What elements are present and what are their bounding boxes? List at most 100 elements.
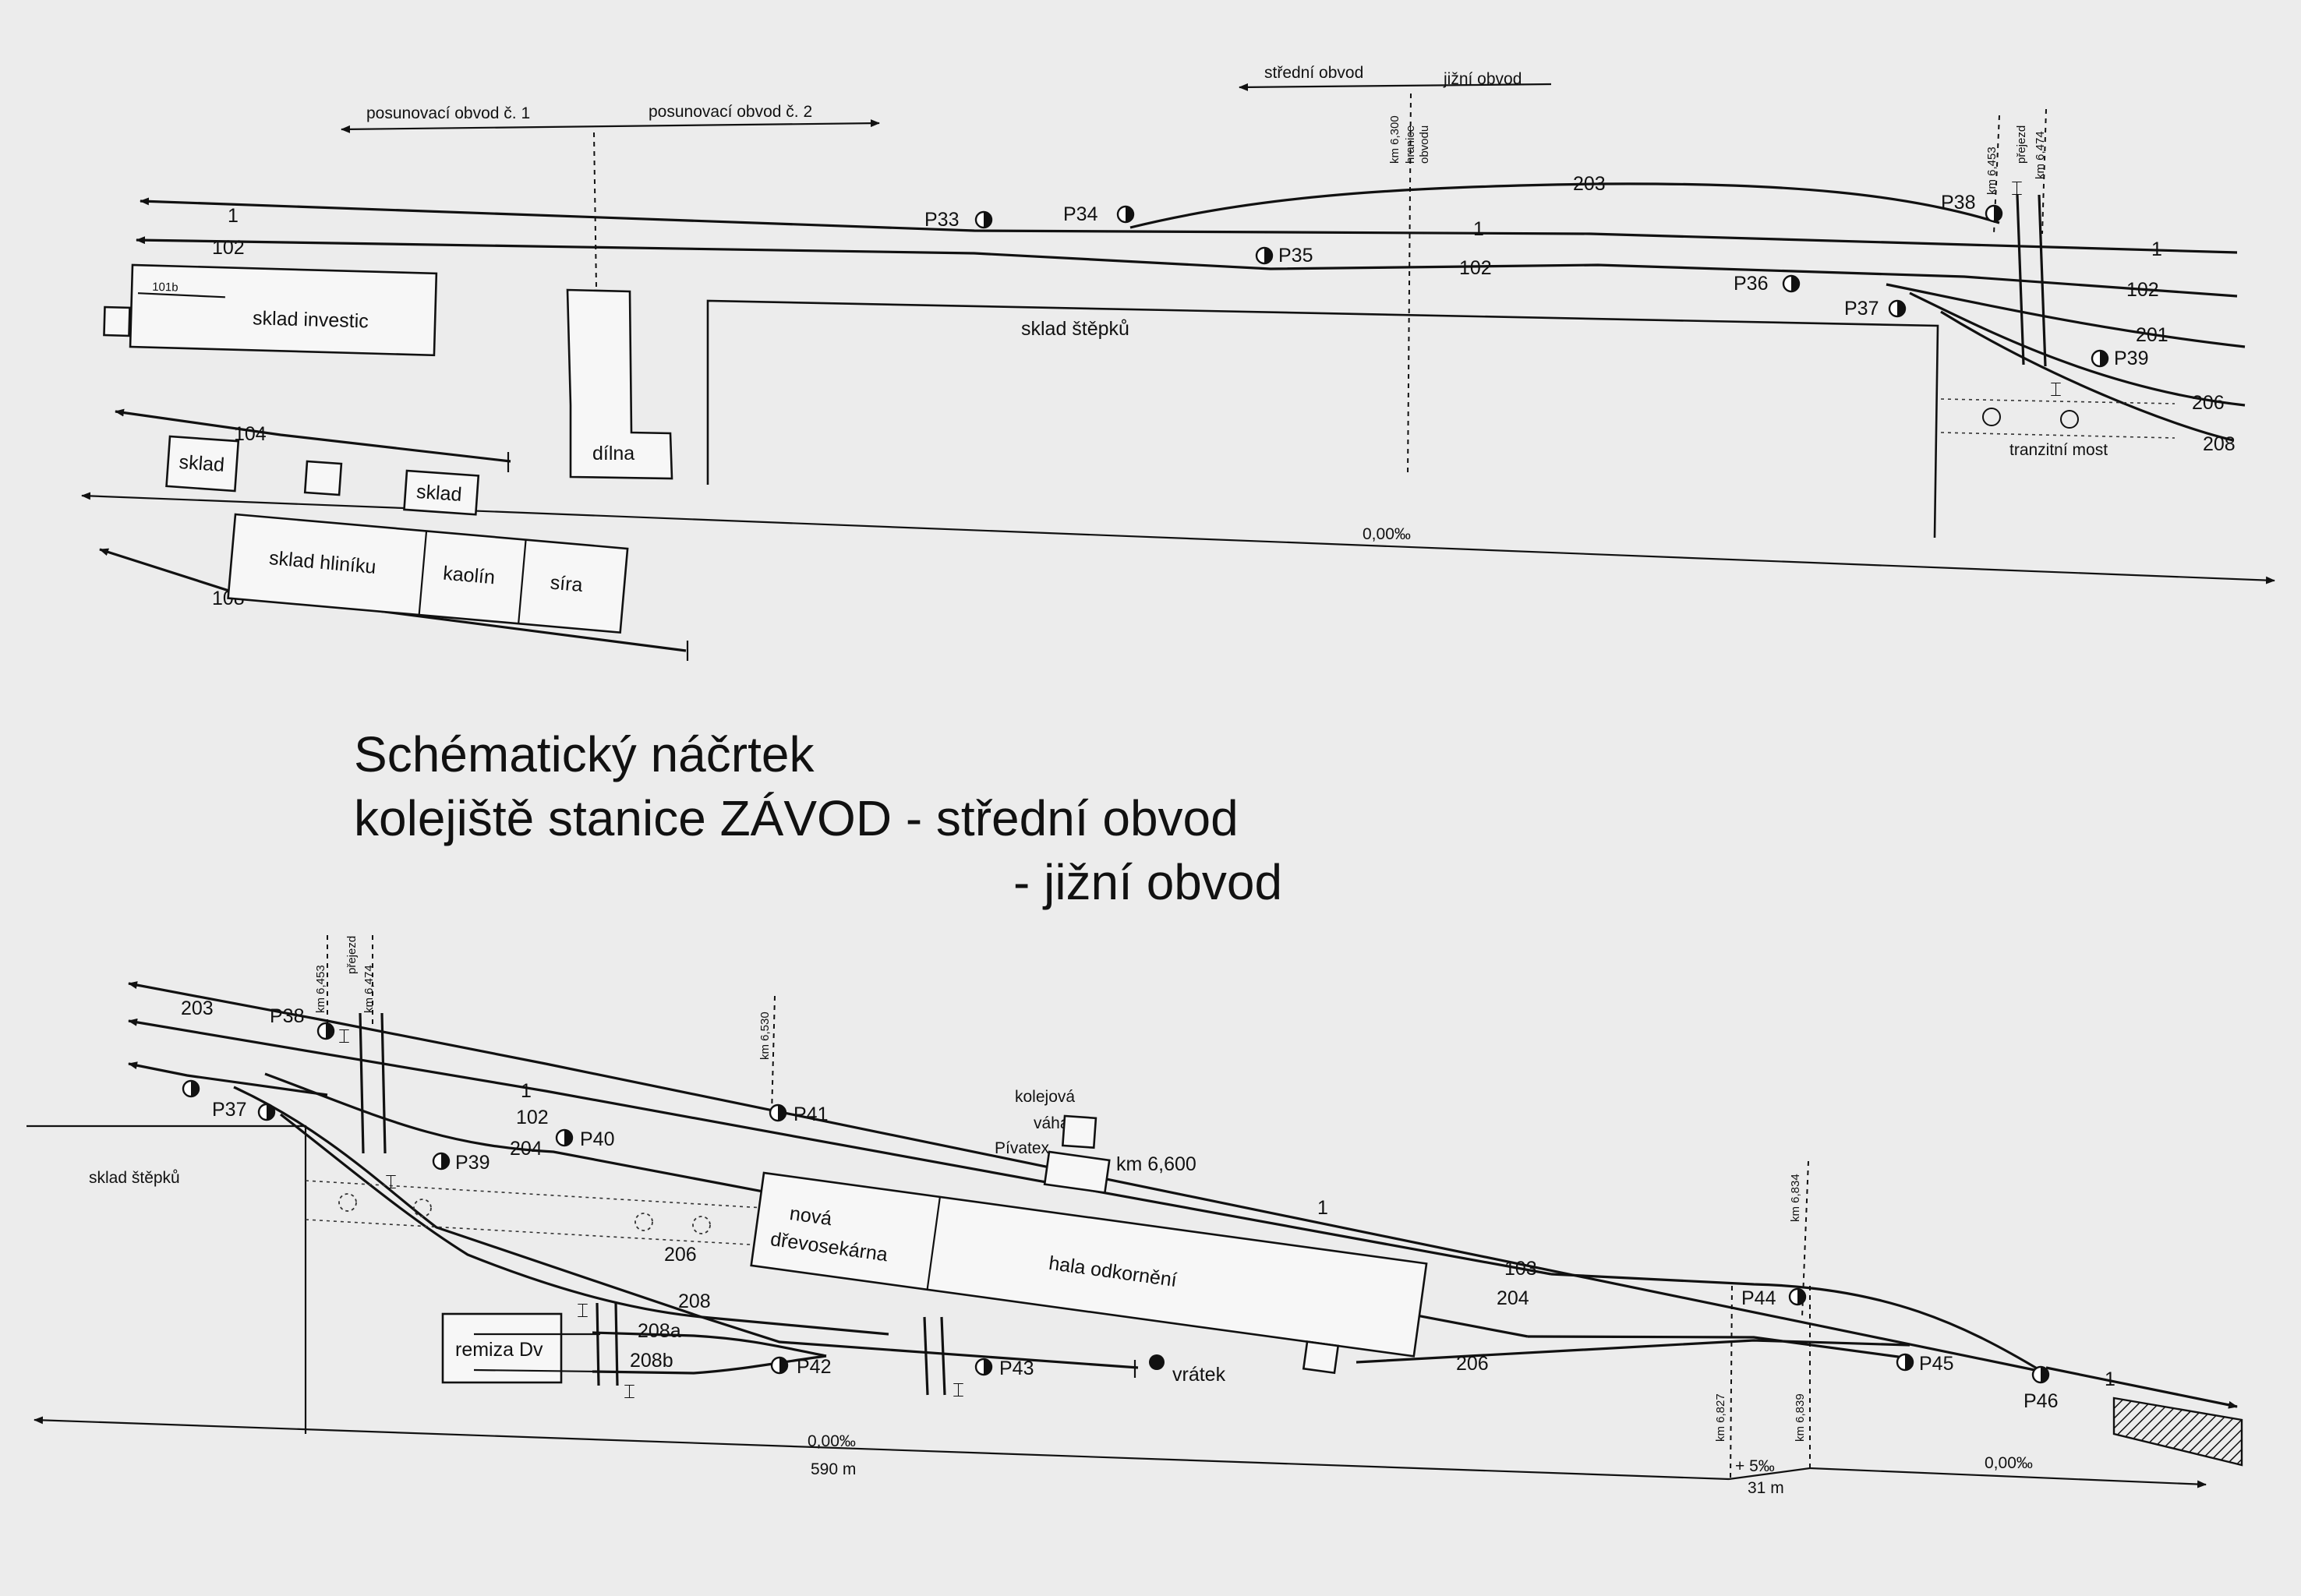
- svg-text:P39: P39: [2114, 348, 2148, 369]
- track-102-label: 102: [212, 237, 245, 259]
- track-208-bottom: [280, 1113, 1139, 1369]
- depot-gate-a: [596, 1302, 600, 1386]
- chip-store-label: sklad štěpků: [89, 1169, 180, 1187]
- crossing-line-b: [2038, 194, 2047, 367]
- bridge-pier-icon: [338, 1193, 357, 1212]
- svg-text:km 6,474: km 6,474: [362, 965, 376, 1013]
- building-dilna: [566, 288, 673, 480]
- svg-text:přejezd: přejezd: [345, 936, 359, 974]
- track-end-block: [2112, 1396, 2243, 1467]
- gate-icon: [1149, 1354, 1165, 1370]
- track-208a: [592, 1331, 827, 1358]
- svg-text:P46: P46: [2024, 1390, 2058, 1412]
- signal-p38: P38: [1941, 192, 2003, 223]
- svg-text:P40: P40: [580, 1128, 614, 1150]
- track-1-top: [140, 197, 2238, 254]
- workshop-label: dílna: [592, 443, 634, 464]
- track-203-bottom: [128, 1061, 328, 1096]
- signal-p33: P33: [924, 209, 993, 231]
- title-line-1: Schématický náčrtek: [354, 726, 815, 782]
- south-zone-label: jižní obvod: [1443, 70, 1522, 88]
- signal-p44: P44: [1741, 1287, 1807, 1309]
- weighbridge-label-2: váha: [1034, 1114, 1069, 1132]
- building-small-square: [303, 460, 343, 496]
- zone-boundary-label: km 6,300 hranice obvodu: [1388, 115, 1431, 164]
- track-206-label: 206: [2192, 392, 2225, 414]
- svg-text:P36: P36: [1734, 273, 1768, 295]
- bridge-pier-icon: [1982, 408, 2001, 426]
- signal-p34: P34: [1063, 203, 1135, 225]
- signal-p39: P39: [432, 1152, 490, 1174]
- shunting-zone-2-label: posunovací obvod č. 2: [649, 103, 812, 121]
- derailer-icon: ⌶: [2050, 379, 2062, 401]
- km-6827-label: km 6,827: [1714, 1393, 1727, 1442]
- chip-store-outline: [27, 1125, 307, 1434]
- svg-text:km 6,453: km 6,453: [1985, 147, 1999, 195]
- transit-bridge-outline: [1940, 398, 2176, 439]
- signal-p36: P36: [1734, 273, 1801, 295]
- svg-text:kaolín: kaolín: [442, 563, 496, 589]
- km-6839-label: km 6,839: [1794, 1393, 1807, 1442]
- track-102-label-right: 102: [2126, 279, 2159, 301]
- bridge-pier-icon: [2060, 410, 2079, 429]
- crossing-bottom-labels: km 6,453 přejezd km 6,474: [314, 936, 376, 1013]
- track-102-label-mid: 102: [1459, 257, 1492, 279]
- pivatex-label: Pívatex: [995, 1139, 1050, 1157]
- track-1-label-mid: 1: [1317, 1197, 1328, 1219]
- shunting-zone-arrow: [341, 119, 880, 133]
- svg-text:km 6,474: km 6,474: [2034, 131, 2047, 179]
- weighbridge: [1043, 1150, 1111, 1194]
- weighbridge-label-1: kolejová: [1015, 1088, 1075, 1106]
- gradient-1-label: 0,00‰: [808, 1432, 856, 1450]
- svg-text:P41: P41: [794, 1103, 828, 1125]
- track-208b: [592, 1354, 827, 1375]
- signal-p38: P38: [270, 1005, 335, 1040]
- title-line-3: - jižní obvod: [1013, 854, 1282, 910]
- track-203-label: 203: [181, 998, 214, 1019]
- transit-bridge-outline: [305, 1180, 765, 1246]
- track-1-label: 1: [521, 1080, 532, 1102]
- signal-p40: P40: [555, 1128, 614, 1150]
- derailer-icon: ⌶: [577, 1300, 589, 1322]
- svg-text:přejezd: přejezd: [2015, 125, 2028, 164]
- derailer-icon: ⌶: [953, 1379, 964, 1401]
- svg-text:sklad investic: sklad investic: [253, 307, 369, 332]
- svg-text:síra: síra: [550, 572, 584, 597]
- transit-bridge-label: tranzitní most: [2009, 441, 2108, 459]
- svg-text:P43: P43: [999, 1358, 1034, 1379]
- central-zone-label: střední obvod: [1264, 64, 1363, 82]
- svg-text:P35: P35: [1278, 245, 1313, 267]
- track-206-top: [1909, 291, 2246, 407]
- track-208a-label: 208a: [638, 1320, 681, 1342]
- svg-text:km 6,453: km 6,453: [314, 965, 327, 1013]
- svg-text:P44: P44: [1741, 1287, 1776, 1309]
- building-drevosekarna-hala: nová dřevosekárna hala odkornění: [750, 1171, 1428, 1375]
- gradient-line-c: [1809, 1467, 2207, 1488]
- derailer-icon: ⌶: [338, 1026, 350, 1047]
- bottom-schematic: km 6,453 přejezd km 6,474 203 1 1 1 102 …: [27, 935, 2243, 1497]
- building-sklad-hliniku: sklad hliníku kaolín síra: [227, 513, 629, 634]
- signal-p45: P45: [1896, 1353, 1953, 1375]
- track-206-east: [1356, 1339, 1910, 1364]
- track-204-label: 204: [510, 1138, 543, 1160]
- shunting-zone-1-label: posunovací obvod č. 1: [366, 104, 530, 122]
- crossing-line-a: [359, 1012, 365, 1154]
- track-104: [115, 408, 511, 463]
- building-sklad-1: sklad: [165, 435, 240, 493]
- svg-text:P37: P37: [212, 1099, 246, 1121]
- gradient-top-label: 0,00‰: [1363, 525, 1411, 543]
- track-1-label: 1: [228, 205, 239, 227]
- km-6834-label: km 6,834: [1789, 1174, 1802, 1222]
- derailer-icon: ⌶: [385, 1171, 397, 1193]
- gradient-line-b: [1728, 1467, 1811, 1481]
- bridge-pier-icon: [634, 1213, 653, 1231]
- length-2-label: 31 m: [1748, 1479, 1784, 1497]
- signal-p37: P37: [182, 1079, 276, 1121]
- track-1-label-right: 1: [2105, 1368, 2115, 1390]
- building-sklad-stepku: [706, 299, 1939, 538]
- track-1-bottom: [128, 981, 2043, 1373]
- track-208-label: 208: [2203, 433, 2236, 455]
- track-204-label-east: 204: [1497, 1287, 1529, 1309]
